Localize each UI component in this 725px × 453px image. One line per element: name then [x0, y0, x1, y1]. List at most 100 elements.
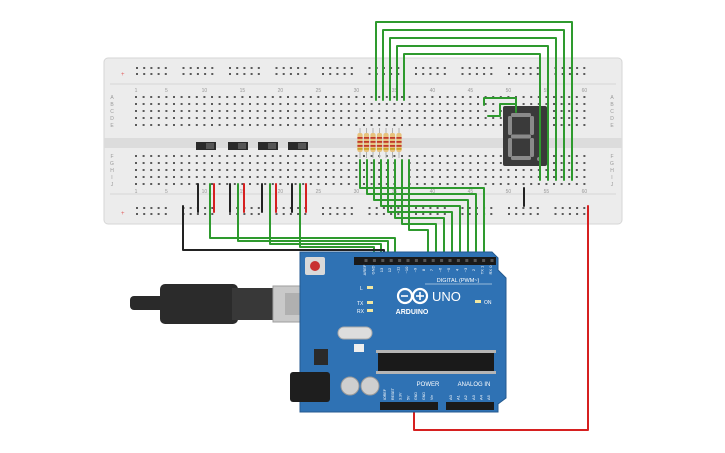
- power-pin-label: IOREF: [383, 388, 387, 400]
- row-letter: D: [610, 116, 614, 122]
- column-number: 10: [202, 88, 208, 94]
- power-pin-label: GND: [414, 392, 418, 400]
- analog-pin-label: A1: [456, 394, 461, 400]
- column-number: 15: [240, 88, 246, 94]
- digital-header-label: DIGITAL (PWM~): [437, 278, 480, 284]
- wire-digital: [394, 159, 445, 259]
- digital-pin-label: ~3: [463, 267, 468, 272]
- column-number: 1: [135, 88, 138, 94]
- row-letter: E: [110, 123, 114, 129]
- column-number: 40: [430, 88, 436, 94]
- segment: [508, 116, 512, 135]
- on-label: ON: [484, 300, 492, 306]
- segment: [508, 138, 512, 157]
- row-letter: C: [110, 109, 114, 115]
- power-label: POWER: [417, 382, 440, 388]
- column-number: 30: [354, 189, 360, 195]
- digital-pin-label: 12: [387, 267, 392, 272]
- row-letter: G: [110, 161, 114, 167]
- arduino-model: UNO: [432, 289, 461, 304]
- digital-pin-label: ~6: [438, 267, 443, 272]
- wire-switch: [209, 183, 396, 259]
- slide-switches: [196, 142, 308, 150]
- wire-digital: [380, 159, 461, 259]
- wire-digital: [359, 159, 485, 259]
- row-letter: I: [111, 175, 112, 181]
- rail-plus-label-top: +: [121, 72, 125, 78]
- column-number: 5: [165, 88, 168, 94]
- row-letter: A: [610, 95, 614, 101]
- digital-pin-label: 2: [471, 268, 476, 271]
- digital-pin-label: ~5: [446, 267, 451, 272]
- digital-pin-label: AREF: [362, 264, 367, 275]
- column-number: 60: [582, 88, 588, 94]
- arduino-logo: ARDUINO: [396, 287, 429, 316]
- row-letter: F: [610, 154, 613, 160]
- segment: [511, 113, 531, 117]
- segment: [530, 138, 534, 157]
- row-letter: H: [110, 168, 114, 174]
- column-number: 40: [430, 189, 436, 195]
- column-number: 25: [316, 88, 322, 94]
- row-letter: B: [110, 102, 114, 108]
- row-letter: D: [110, 116, 114, 122]
- analog-pin-label: A2: [463, 394, 468, 400]
- slide-switch-1[interactable]: [196, 142, 216, 150]
- wire-digital: [366, 159, 477, 259]
- wire-display-segment: [403, 53, 541, 181]
- row-letter: F: [110, 154, 113, 160]
- wire-digital: [373, 159, 469, 259]
- power-pin-label: Vin: [430, 395, 434, 400]
- row-letter: E: [610, 123, 614, 129]
- microcontroller-chip: [378, 352, 494, 372]
- led-l-label: L: [360, 286, 363, 292]
- seven-segment-display[interactable]: [503, 106, 547, 166]
- slide-switch-2[interactable]: [228, 142, 248, 150]
- analog-pin-label: A0: [448, 394, 453, 400]
- column-number: 50: [506, 189, 512, 195]
- digital-pin-label: 8: [421, 268, 426, 271]
- power-jack: [290, 372, 330, 402]
- power-pin-label: RESET: [391, 387, 395, 400]
- power-pin-label: GND: [422, 392, 426, 400]
- wire-5v: [413, 205, 589, 431]
- column-number: 45: [468, 88, 474, 94]
- column-number: 45: [468, 189, 474, 195]
- power-header: [380, 402, 438, 410]
- row-letter: C: [610, 109, 614, 115]
- digital-pin-label: TX 1: [480, 265, 485, 274]
- row-letter: H: [610, 168, 614, 174]
- digital-pin-label: ~9: [412, 267, 417, 272]
- capacitor-1: [340, 376, 360, 396]
- wire-display-segment: [375, 21, 573, 181]
- row-letter: G: [610, 161, 614, 167]
- column-number: 5: [165, 189, 168, 195]
- rail-plus-label-bottom: +: [121, 211, 125, 217]
- row-letter: B: [610, 102, 614, 108]
- usb-cable: [130, 284, 328, 324]
- voltage-regulator: [314, 349, 328, 365]
- digital-pin-label: GND: [370, 265, 375, 274]
- column-number: 25: [316, 189, 322, 195]
- slide-switch-3[interactable]: [258, 142, 278, 150]
- row-letter: A: [110, 95, 114, 101]
- column-number: 15: [240, 189, 246, 195]
- slide-switch-4[interactable]: [288, 142, 308, 150]
- digital-pin-label: 4: [454, 268, 459, 271]
- analog-pin-label: A3: [471, 394, 476, 400]
- resistor-array: [357, 128, 402, 158]
- wire-display-segment: [487, 103, 517, 117]
- column-number: 30: [354, 88, 360, 94]
- column-number: 55: [544, 189, 550, 195]
- power-pin-label: 5V: [406, 395, 410, 400]
- column-number: 35: [392, 88, 398, 94]
- column-number: 20: [278, 189, 284, 195]
- breadboard-column-numbers: 1155101015152020252530303535404045455050…: [135, 88, 588, 195]
- segment: [511, 134, 531, 139]
- column-number: 10: [202, 189, 208, 195]
